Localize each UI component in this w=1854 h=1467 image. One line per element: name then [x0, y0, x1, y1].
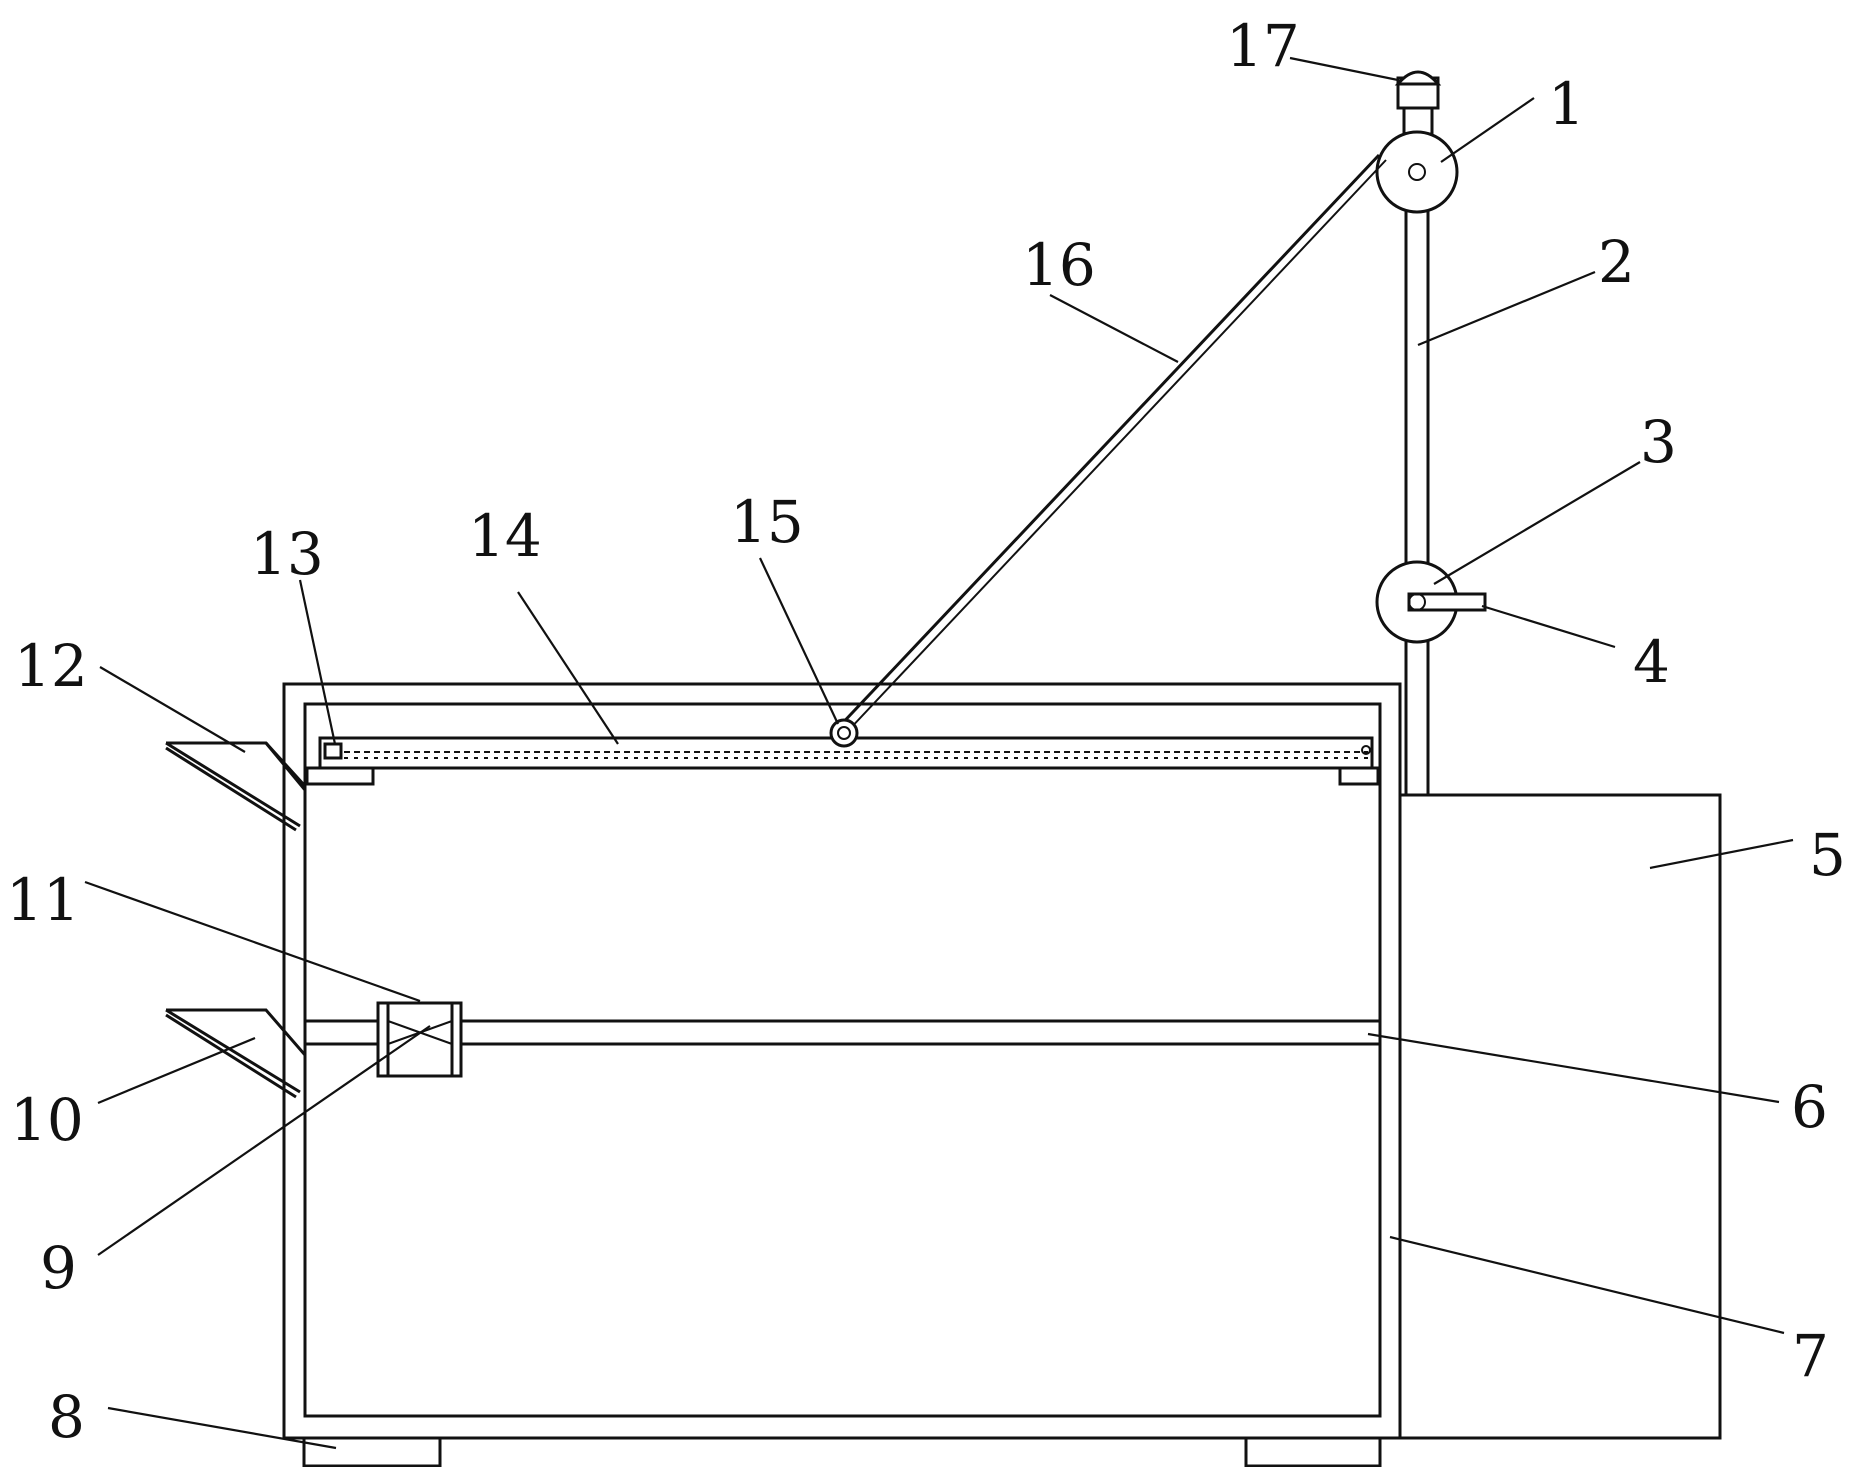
leader-16	[1049, 294, 1179, 363]
label-14: 14	[468, 502, 542, 570]
rail-pulley	[829, 718, 859, 748]
leader-8	[107, 1406, 337, 1450]
lower-chute	[165, 1008, 307, 1099]
rail-slider	[323, 742, 343, 760]
foot-left	[302, 1436, 442, 1467]
leader-2	[1417, 270, 1596, 347]
lower-pulley	[1375, 560, 1487, 644]
rail-mount-left	[305, 766, 375, 786]
vertical-post	[1404, 210, 1430, 795]
leader-5	[1649, 838, 1794, 870]
part-labels: 1 2 3 4 5 6 7 8 9 10 11 12 13 14 15 16 1…	[6, 12, 1846, 1451]
rail-mount-right	[1338, 766, 1380, 786]
label-13: 13	[250, 520, 324, 588]
leader-9	[97, 1025, 431, 1256]
leader-10	[97, 1036, 256, 1105]
leader-3	[1433, 461, 1641, 585]
label-7: 7	[1792, 1322, 1829, 1390]
label-6: 6	[1791, 1073, 1828, 1141]
label-12: 12	[14, 632, 88, 700]
leader-15	[759, 557, 839, 725]
leader-11	[84, 880, 421, 1003]
leader-12	[99, 666, 246, 753]
label-16: 16	[1022, 231, 1096, 299]
label-17: 17	[1226, 12, 1300, 80]
label-3: 3	[1640, 408, 1677, 476]
slider-block	[376, 1001, 463, 1078]
label-2: 2	[1598, 228, 1635, 296]
cable	[834, 153, 1387, 734]
label-1: 1	[1548, 70, 1585, 138]
leader-6	[1367, 1032, 1780, 1104]
label-15: 15	[730, 488, 804, 556]
label-9: 9	[40, 1234, 77, 1302]
middle-rod	[305, 1019, 1380, 1046]
label-5: 5	[1809, 821, 1846, 889]
leader-13	[298, 579, 337, 745]
label-8: 8	[48, 1383, 85, 1451]
leader-14	[517, 591, 619, 745]
upper-pulley	[1375, 130, 1459, 214]
crank-handle	[1407, 592, 1487, 612]
leader-1	[1440, 97, 1535, 163]
upper-chute	[165, 741, 307, 832]
leader-7	[1389, 1235, 1785, 1335]
leader-4	[1481, 604, 1616, 649]
foot-right	[1244, 1436, 1382, 1467]
label-11: 11	[6, 866, 80, 934]
cabinet-inner-wall	[303, 702, 1382, 1418]
leader-17	[1289, 56, 1399, 82]
label-10: 10	[10, 1086, 84, 1154]
side-box	[1398, 793, 1722, 1440]
label-4: 4	[1633, 628, 1670, 696]
leader-lines	[84, 56, 1794, 1450]
top-cap	[1394, 70, 1442, 136]
